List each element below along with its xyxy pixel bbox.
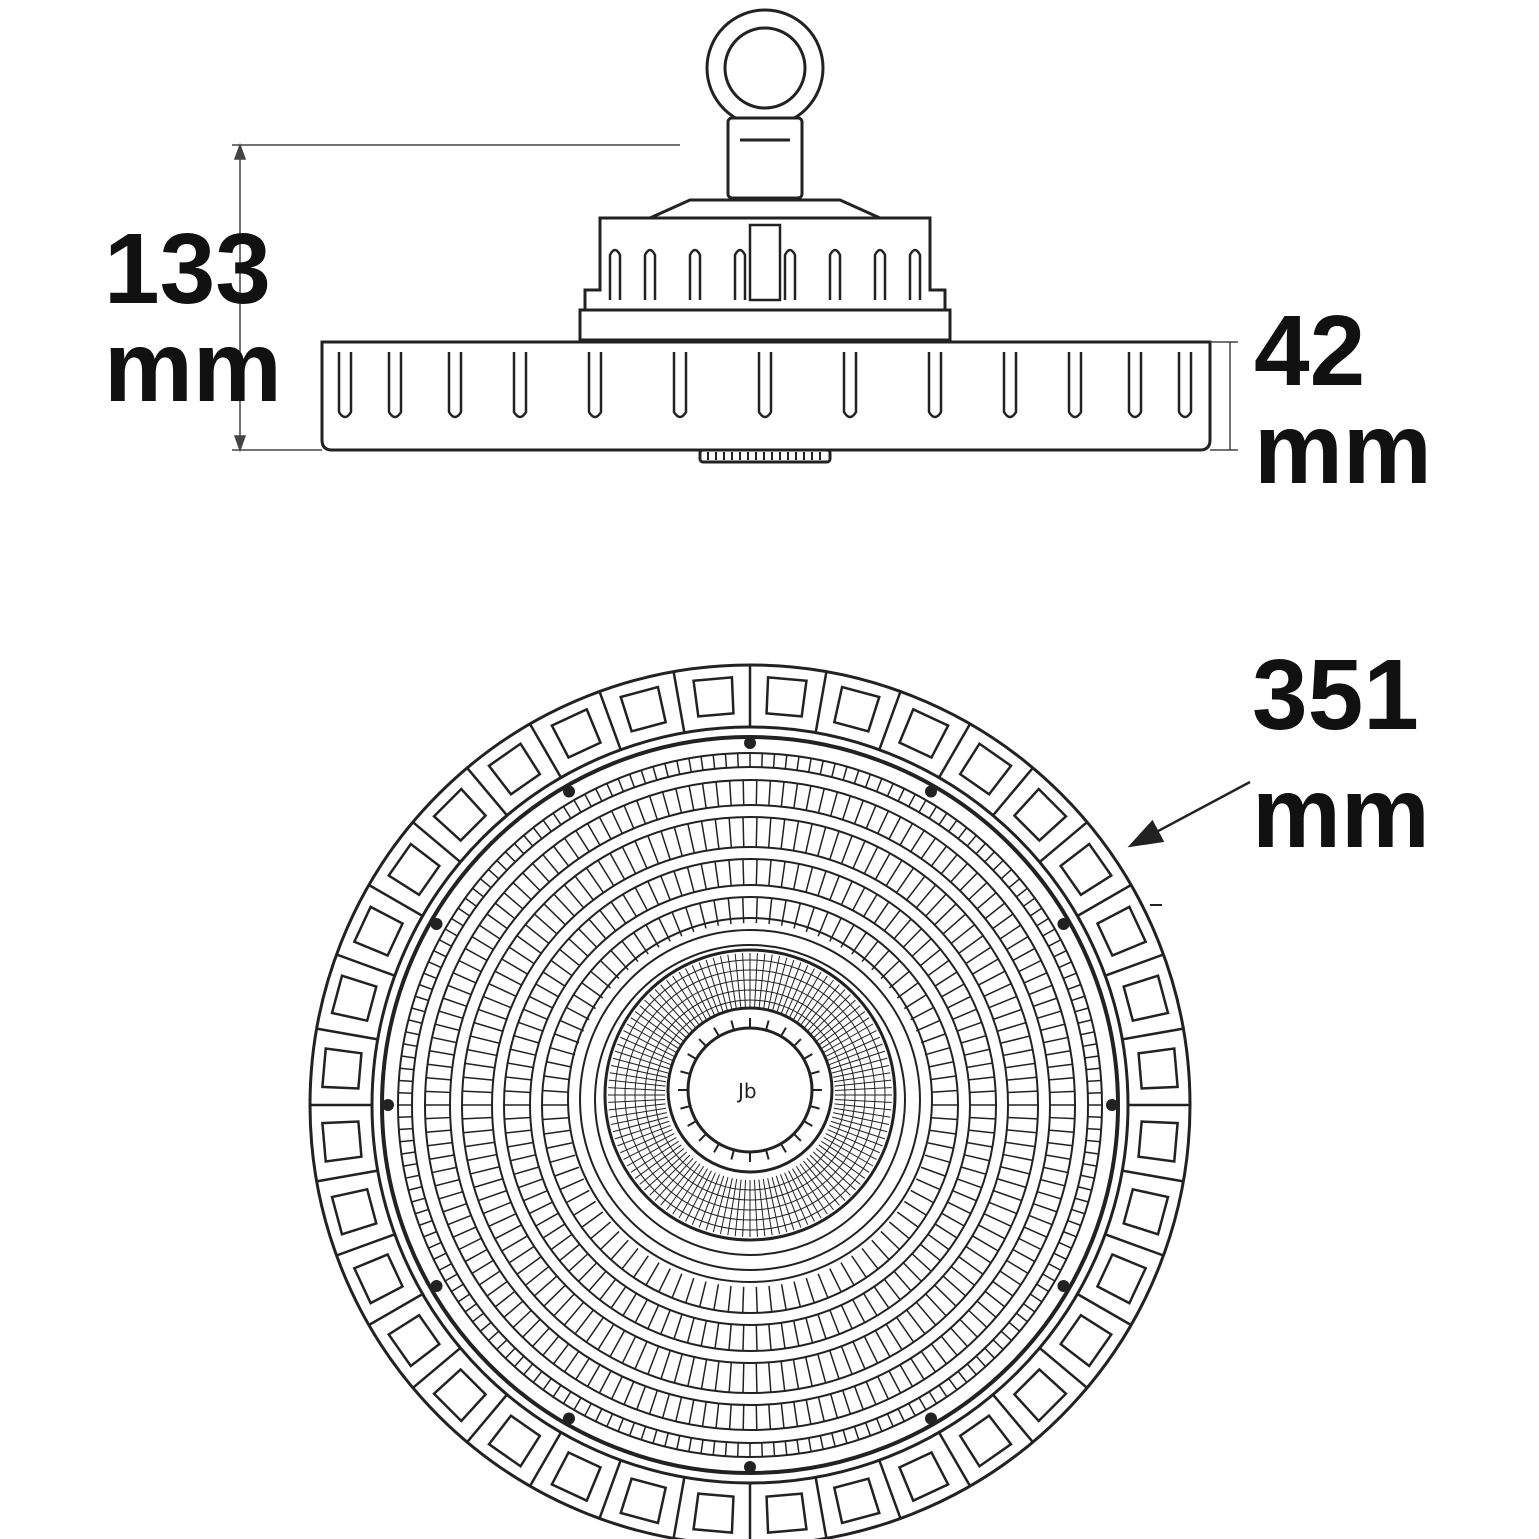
eye-bolt-stem	[726, 116, 804, 200]
height-value: 133	[104, 213, 271, 325]
top-view-drawing: Jb	[308, 663, 1192, 1539]
base-plate	[578, 308, 952, 342]
diameter-leader-arrow	[1127, 780, 1251, 848]
diameter-dimension-label: 351 mm	[1252, 636, 1430, 872]
eye-bolt-hole	[723, 26, 807, 110]
depth-dimension-label: 42 mm	[1254, 295, 1432, 505]
center-logo: Jb	[736, 1079, 757, 1103]
depth-value: 42	[1254, 295, 1366, 407]
fin-segments	[310, 665, 1190, 1539]
diameter-unit: mm	[1252, 757, 1430, 869]
height-unit: mm	[104, 311, 282, 423]
heatsink-fins	[337, 352, 1193, 419]
mounting-collar	[649, 198, 881, 220]
lens-ribs	[707, 452, 821, 460]
dimension-lines	[232, 142, 1238, 453]
height-dimension-label: 133 mm	[104, 213, 282, 423]
screw-holes	[382, 737, 1118, 1473]
heatsink-body	[320, 340, 1212, 452]
reflector-grid	[608, 953, 892, 1237]
diameter-value: 351	[1252, 639, 1419, 751]
side-view-drawing	[320, 8, 1212, 464]
depth-unit: mm	[1254, 393, 1432, 505]
driver-housing	[583, 216, 947, 312]
grille-ticks	[398, 753, 1102, 1457]
housing-fins	[608, 223, 922, 302]
reflector-ring	[603, 948, 897, 1242]
hub-teeth	[678, 1018, 822, 1162]
